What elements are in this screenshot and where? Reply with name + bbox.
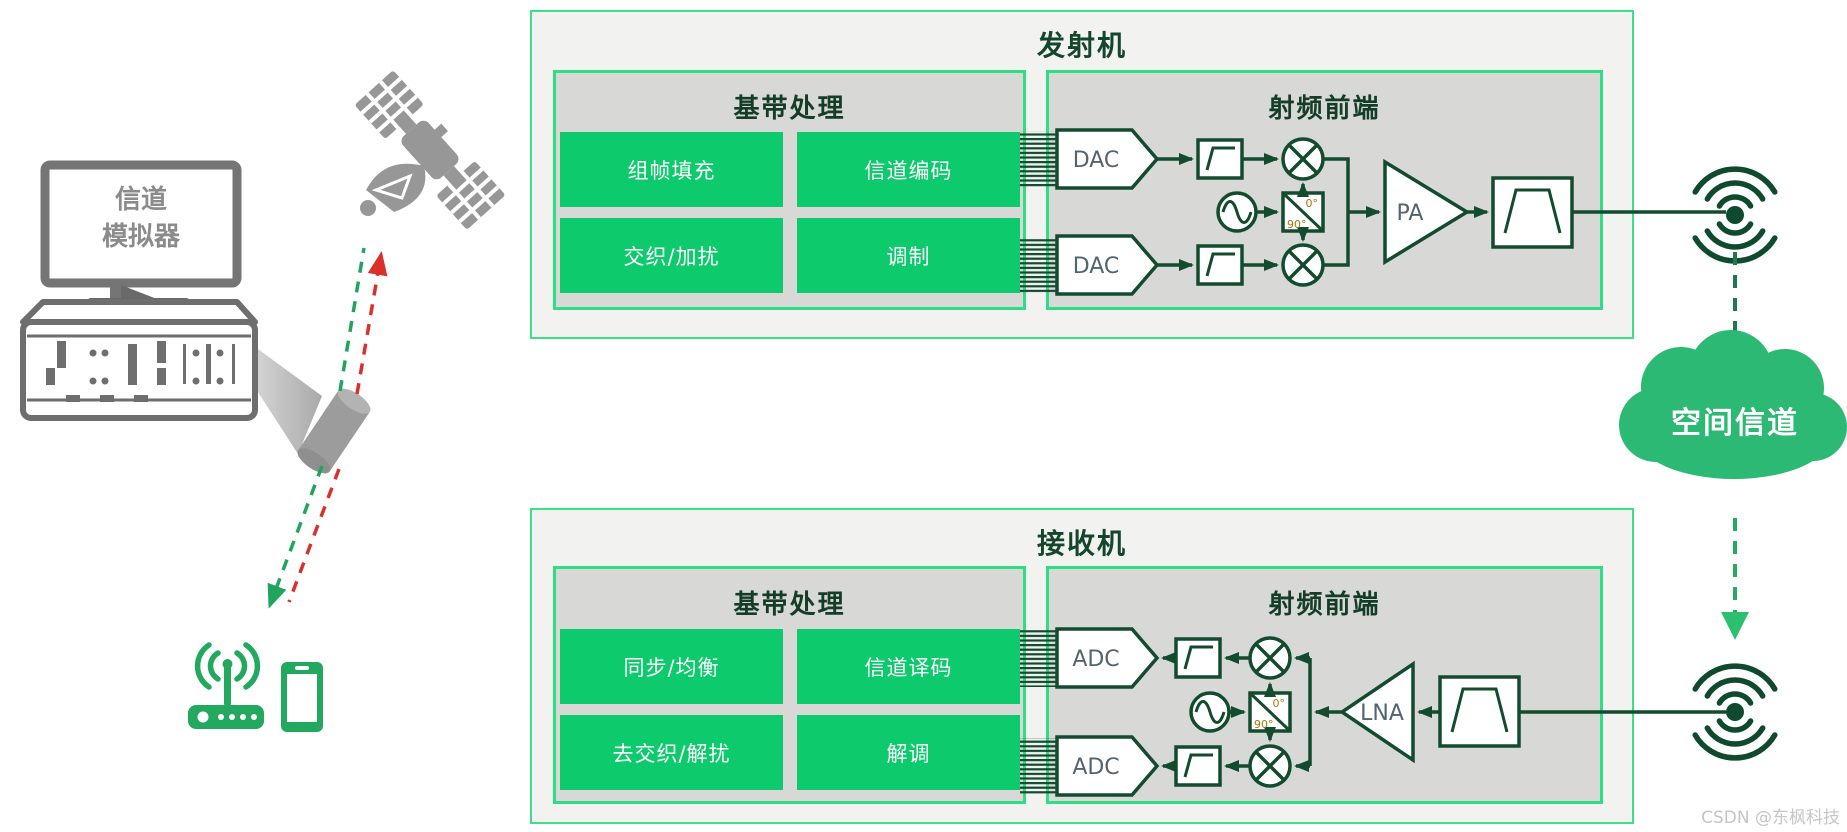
block-demodulation: 解调 bbox=[797, 715, 1020, 790]
uplink-dashed-green bbox=[338, 247, 366, 392]
screen-line1: 信道 bbox=[114, 185, 167, 215]
transmitter-rf-title: 射频前端 bbox=[1268, 94, 1381, 124]
beam bbox=[232, 330, 322, 454]
receiver-baseband-panel: 基带处理 同步/均衡 信道译码 去交织/解扰 解调 bbox=[553, 566, 1026, 804]
block-sync-equalization: 同步/均衡 bbox=[560, 629, 783, 704]
transmitter-panel: 发射机 基带处理 组帧填充 信道编码 交织/加扰 调制 射频前端 bbox=[530, 10, 1634, 339]
transmitter-baseband-title: 基带处理 bbox=[733, 94, 846, 124]
block-modulation: 调制 bbox=[797, 218, 1020, 293]
cylinder-icon bbox=[297, 388, 371, 474]
tx-antenna-icon bbox=[1692, 166, 1778, 264]
transmitter-baseband-panel: 基带处理 组帧填充 信道编码 交织/加扰 调制 bbox=[553, 70, 1026, 310]
receiver-rf-title: 射频前端 bbox=[1268, 590, 1381, 620]
uplink-arrow-red bbox=[355, 251, 388, 395]
block-channel-decoding: 信道译码 bbox=[797, 629, 1020, 704]
block-deinterleaving: 去交织/解扰 bbox=[560, 715, 783, 790]
instrument-icon bbox=[20, 299, 258, 421]
transmitter-title: 发射机 bbox=[1036, 29, 1127, 62]
space-channel-label: 空间信道 bbox=[1671, 406, 1799, 441]
block-framing: 组帧填充 bbox=[560, 132, 783, 207]
block-interleaving: 交织/加扰 bbox=[560, 218, 783, 293]
router-icon bbox=[188, 642, 264, 729]
rx-antenna-icon bbox=[1692, 663, 1778, 761]
receiver-baseband-title: 基带处理 bbox=[733, 590, 846, 620]
downlink-arrow-green bbox=[267, 465, 324, 609]
phone-icon bbox=[281, 662, 323, 732]
channel-simulator-screen-label: 信道 模拟器 bbox=[57, 182, 225, 256]
satellite-icon bbox=[355, 71, 505, 229]
receiver-title: 接收机 bbox=[1036, 527, 1127, 560]
downlink-dashed-red bbox=[287, 468, 341, 603]
screen-line2: 模拟器 bbox=[101, 222, 180, 252]
watermark: CSDN @东枫科技 bbox=[1701, 808, 1840, 828]
transmitter-rf-panel: 射频前端 bbox=[1046, 70, 1603, 310]
cloud-to-rx-arrowhead bbox=[1721, 612, 1749, 640]
block-channel-coding: 信道编码 bbox=[797, 132, 1020, 207]
receiver-rf-panel: 射频前端 bbox=[1046, 566, 1603, 804]
receiver-panel: 接收机 基带处理 同步/均衡 信道译码 去交织/解扰 解调 射频前端 bbox=[530, 508, 1634, 824]
